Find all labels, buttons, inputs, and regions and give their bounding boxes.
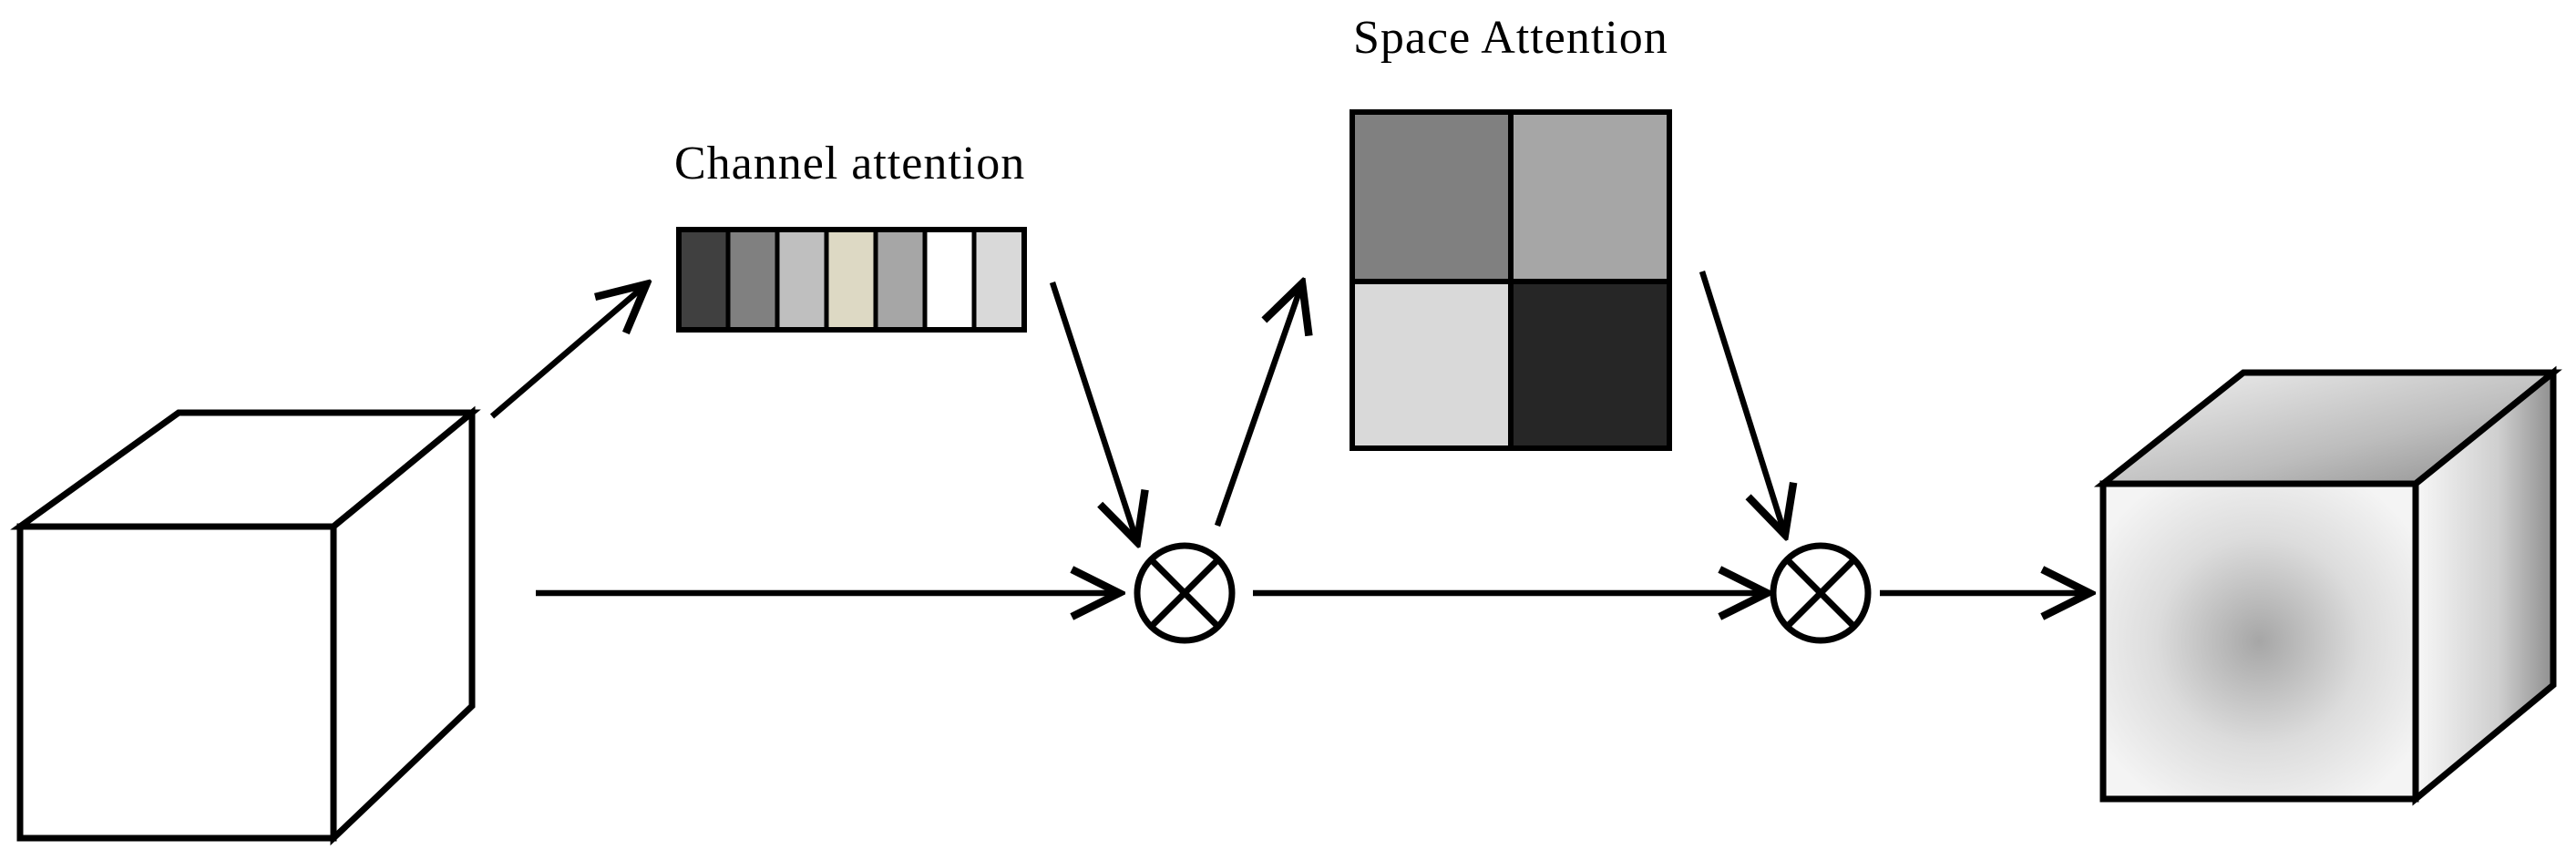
arrow-space-to-mult2 (1699, 271, 1784, 532)
channel-cell (725, 227, 780, 333)
channel-attention-label: Channel attention (674, 138, 1025, 189)
input-cube-front (16, 523, 337, 842)
multiply-operator-1 (1134, 542, 1236, 644)
space-attention-label: Space Attention (1353, 12, 1668, 64)
output-cube-front (2099, 480, 2419, 803)
channel-bar-outline (676, 227, 1027, 333)
channel-cell (971, 227, 1027, 333)
arrow-input-to-channel (489, 286, 644, 419)
arrow-channel-to-mult1 (1049, 281, 1136, 539)
channel-cell (922, 227, 977, 333)
space-cell (1350, 279, 1514, 451)
space-cell (1350, 109, 1514, 284)
channel-cell (824, 227, 878, 333)
multiply-operator-2 (1770, 542, 1872, 644)
input-cube (10, 405, 481, 846)
channel-cell (676, 227, 731, 333)
space-cell (1508, 279, 1672, 451)
channel-attention-bar (676, 227, 1027, 333)
channel-cell (873, 227, 928, 333)
channel-cell (775, 227, 829, 333)
space-cell (1508, 109, 1672, 284)
space-attention-grid (1350, 109, 1672, 451)
arrow-mult1-to-space (1214, 286, 1301, 527)
output-cube (2093, 365, 2562, 806)
